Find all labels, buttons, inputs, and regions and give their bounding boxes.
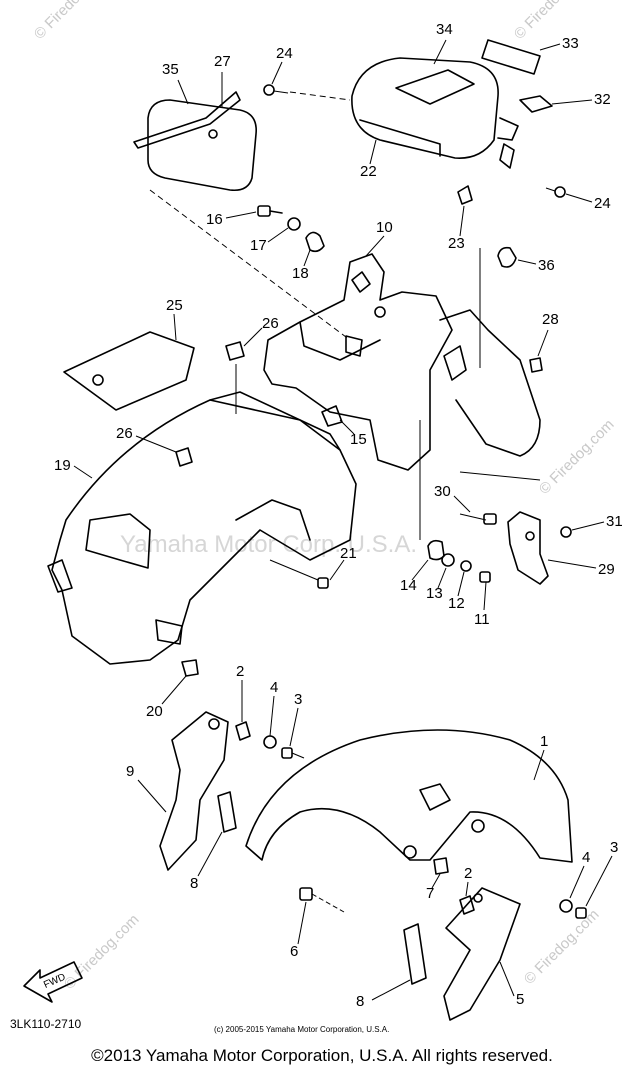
callout-13: 13 <box>426 585 443 602</box>
callout-6: 6 <box>290 943 298 960</box>
callout-25: 25 <box>166 297 183 314</box>
callout-layer: 35 27 24 34 33 32 22 24 23 16 17 18 10 3… <box>54 21 623 1010</box>
part-fasteners-16-18 <box>257 205 325 253</box>
callout-31: 31 <box>606 513 623 530</box>
part-clip-28 <box>529 357 543 373</box>
part-rear-fender <box>47 391 357 665</box>
callout-30: 30 <box>434 483 451 500</box>
part-strip-8a <box>217 791 237 833</box>
callout-4a: 4 <box>270 679 278 696</box>
part-clip-2a <box>235 721 251 741</box>
inner-copyright: (c) 2005-2015 Yamaha Motor Corporation, … <box>214 1025 389 1034</box>
callout-24a: 24 <box>276 45 293 62</box>
part-label-33 <box>481 39 541 75</box>
callout-19: 19 <box>54 457 71 474</box>
callout-17: 17 <box>250 237 267 254</box>
part-bracket-32 <box>519 95 553 113</box>
part-bolt-21 <box>269 559 329 589</box>
callout-32: 32 <box>594 91 611 108</box>
callout-18: 18 <box>292 265 309 282</box>
callout-3b: 3 <box>610 839 618 856</box>
part-clip-26b <box>175 447 193 467</box>
part-bolt-20 <box>181 659 199 677</box>
part-washer-4b <box>559 899 573 913</box>
callout-15: 15 <box>350 431 367 448</box>
watermark-bottom-left: © Firedog.com <box>61 911 143 993</box>
callout-27: 27 <box>214 53 231 70</box>
callout-11: 11 <box>474 611 490 628</box>
part-front-fender <box>245 729 573 863</box>
footer-copyright: ©2013 Yamaha Motor Corporation, U.S.A. A… <box>91 1046 553 1065</box>
assembly-lines-top <box>149 91 541 540</box>
callout-12: 12 <box>448 595 465 612</box>
part-bracket-5 <box>443 887 521 1021</box>
part-bracket-hardware <box>427 511 572 585</box>
part-clip-23 <box>457 185 473 205</box>
watermark-top-left: © Firedog.com <box>31 0 113 43</box>
part-bolt-6 <box>299 887 345 913</box>
part-bolt-24 <box>263 84 566 198</box>
callout-33: 33 <box>562 35 579 52</box>
callout-28: 28 <box>542 311 559 328</box>
part-rear-frame <box>263 253 541 471</box>
callout-7: 7 <box>426 885 434 902</box>
part-clip-2b <box>459 895 475 915</box>
part-bracket-9 <box>159 711 229 871</box>
watermark-top-right: © Firedog.com <box>511 0 593 43</box>
part-strip-8b <box>403 923 427 985</box>
part-grommet-36 <box>497 246 517 268</box>
part-bolt-3b <box>575 907 587 919</box>
callout-29: 29 <box>598 561 615 578</box>
callout-3a: 3 <box>294 691 302 708</box>
callout-5: 5 <box>516 991 524 1008</box>
callout-21: 21 <box>340 545 357 562</box>
callout-16: 16 <box>206 211 223 228</box>
part-plate-25 <box>63 331 195 411</box>
diagram-code: 3LK110-2710 <box>10 1017 82 1031</box>
callout-9: 9 <box>126 763 134 780</box>
callout-26a: 26 <box>262 315 279 332</box>
part-clip-26a <box>225 341 245 361</box>
watermark-bottom-right: © Firedog.com <box>521 906 603 988</box>
callout-20: 20 <box>146 703 163 720</box>
part-tail-cover <box>351 57 519 169</box>
callout-14: 14 <box>400 577 417 594</box>
watermark-right-mid: © Firedog.com <box>536 416 618 498</box>
callout-2b: 2 <box>464 865 472 882</box>
callout-8b: 8 <box>356 993 364 1010</box>
callout-34: 34 <box>436 21 453 38</box>
callout-1: 1 <box>540 733 548 750</box>
callout-4b: 4 <box>582 849 590 866</box>
callout-22: 22 <box>360 163 377 180</box>
part-nut-7 <box>433 857 449 875</box>
part-washer-4a <box>263 735 277 749</box>
callout-10: 10 <box>376 219 393 236</box>
callout-8a: 8 <box>190 875 198 892</box>
callout-26b: 26 <box>116 425 133 442</box>
callout-35: 35 <box>162 61 179 78</box>
part-tool-box <box>133 91 257 192</box>
callout-24b: 24 <box>594 195 611 212</box>
part-bolt-3a <box>281 747 305 759</box>
callout-36: 36 <box>538 257 555 274</box>
callout-2a: 2 <box>236 663 244 680</box>
callout-23: 23 <box>448 235 465 252</box>
